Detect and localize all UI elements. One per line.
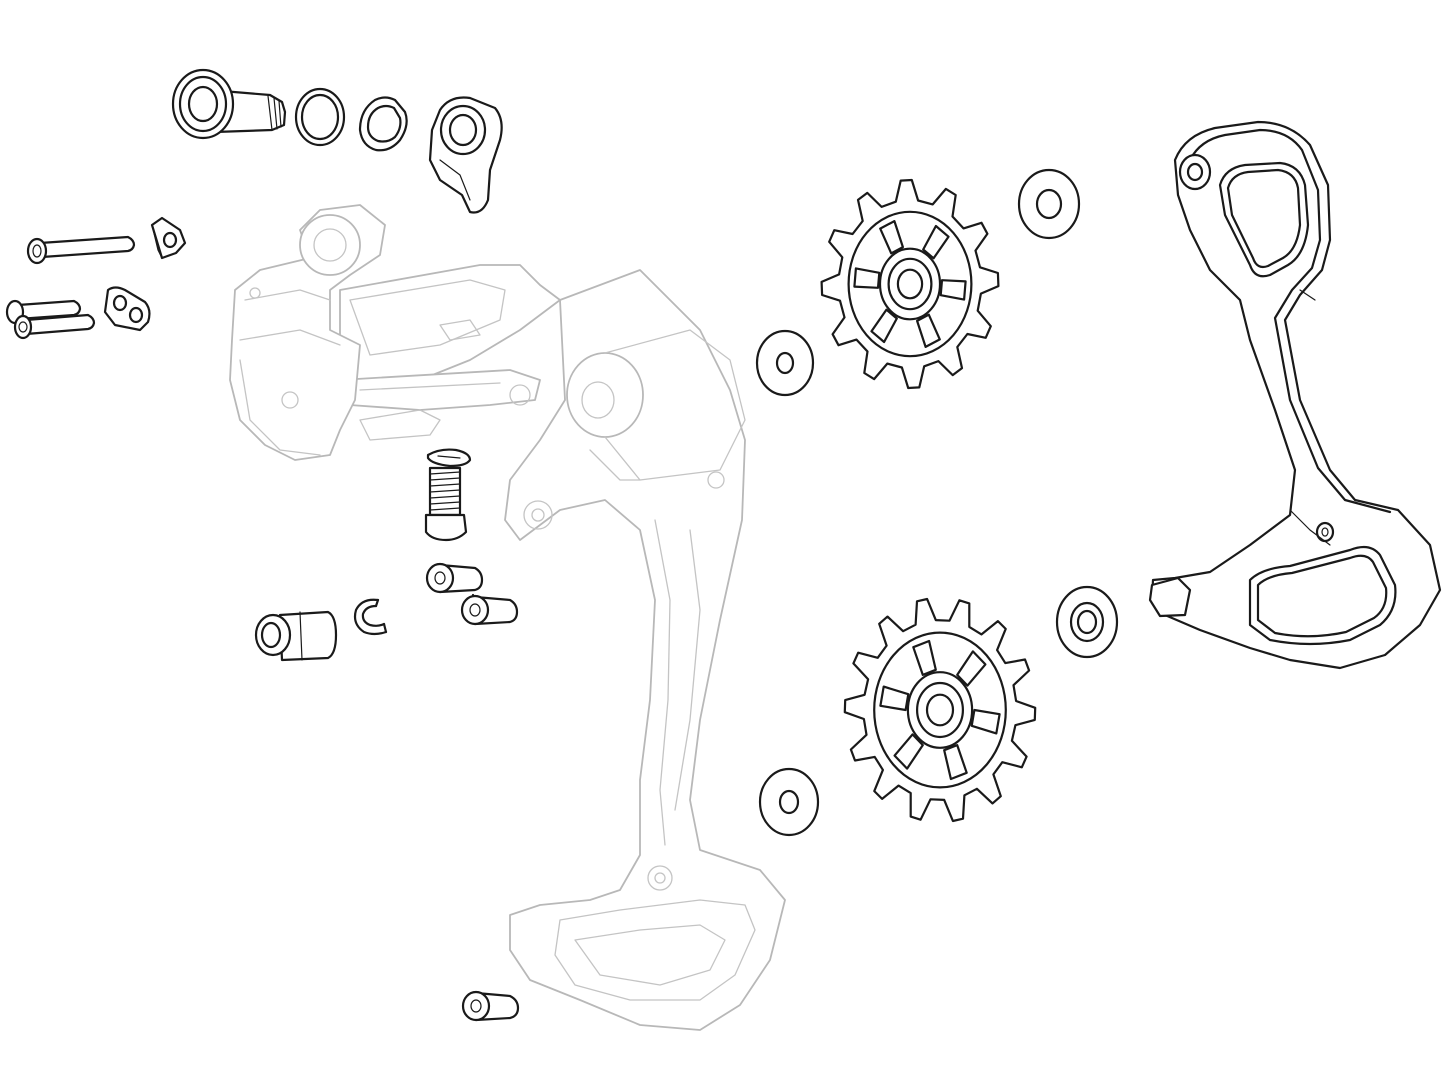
- pulley-spoke: [939, 279, 967, 301]
- derailleur-body-ghost: [229, 204, 786, 1031]
- b-bolt-spring-washer: [358, 96, 408, 152]
- limit-stop-plate: [103, 286, 151, 332]
- pulley-spoke: [879, 685, 910, 712]
- pulley-spoke: [970, 708, 1001, 735]
- pulley-rim: [847, 210, 973, 358]
- pulley-spoke: [916, 313, 941, 348]
- pulley-spoke: [922, 224, 950, 260]
- cage-bolt-bottom: [461, 593, 520, 1022]
- inner-cage-plate: [1148, 120, 1442, 670]
- b-tension-washer: [426, 448, 472, 468]
- b-bolt-assembly: [171, 68, 287, 140]
- cage-pin-long: [26, 235, 136, 265]
- pulley-spoke: [853, 267, 881, 289]
- pulley-spoke: [943, 744, 968, 781]
- pulley-spoke: [893, 733, 924, 770]
- pulley-rim: [873, 631, 1007, 789]
- upper-pulley-outer-washer: [1017, 168, 1081, 240]
- b-bolt-washer: [294, 87, 346, 147]
- pulley-axle-hole: [925, 693, 955, 727]
- cable-anchor-bolt-lower: [460, 594, 519, 626]
- cage-pin-short-pair: [5, 299, 96, 340]
- pulley-axle-hole: [896, 268, 924, 300]
- pulley-bearing: [887, 257, 933, 311]
- upper-pulley-inner-washer: [755, 329, 815, 397]
- b-tension-screw: [424, 466, 468, 542]
- pulley-spoke: [870, 308, 898, 344]
- pulley-spoke: [879, 220, 904, 255]
- pulley-spoke: [912, 639, 937, 676]
- cable-anchor-bolt-upper: [425, 562, 484, 594]
- lower-pulley-wheel: [843, 597, 1037, 823]
- pulley-spoke: [956, 650, 987, 687]
- lower-pulley-inner-washer: [758, 767, 820, 837]
- b-knuckle-stop-tab: [428, 96, 503, 214]
- barrel-adjuster: [254, 610, 338, 662]
- e-clip: [353, 598, 388, 636]
- upper-pulley-wheel: [820, 178, 1000, 390]
- pivot-stop-block: [150, 216, 187, 260]
- pulley-bearing: [915, 681, 964, 739]
- lower-pulley-outer-washer: [1055, 585, 1119, 659]
